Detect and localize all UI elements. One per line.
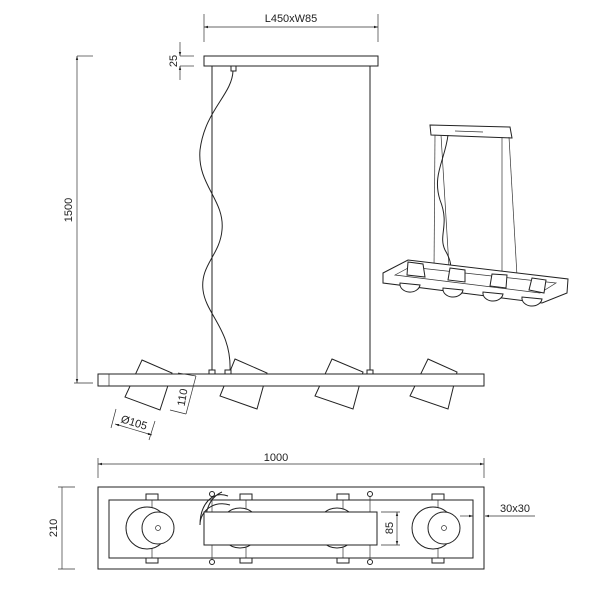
iso-frame	[382, 259, 569, 304]
shade-height-label: 110	[176, 388, 191, 407]
ceiling-canopy	[203, 55, 379, 67]
shade-height-dimension: 110	[169, 372, 197, 415]
isometric-view	[382, 124, 569, 307]
box-width-dimension: 85	[381, 511, 400, 546]
box-width-label: 85	[384, 522, 396, 534]
total-height-dimension: 1500	[63, 55, 93, 384]
cable-gland	[230, 65, 237, 72]
frame-profile-dimension: 30x30	[460, 503, 535, 518]
bar-width-label: 210	[48, 519, 60, 537]
bottom-view	[97, 486, 485, 570]
bar-width-dimension: 210	[48, 486, 75, 570]
iso-spots	[399, 261, 547, 307]
side-view	[97, 358, 485, 411]
shade-diameter-dimension: Ø105	[110, 408, 156, 441]
power-cable	[199, 70, 234, 373]
canopy-dimension: L450xW85	[203, 13, 379, 42]
canopy-outline	[203, 511, 378, 546]
canopy-dimension-label: L450xW85	[265, 13, 318, 25]
frame-profile-label: 30x30	[500, 503, 530, 515]
total-height-label: 1500	[63, 198, 75, 222]
bar-length-label: 1000	[264, 452, 288, 464]
bar-length-dimension: 1000	[97, 452, 485, 478]
canopy-height-dimension: 25	[168, 42, 194, 80]
inner-frame	[108, 499, 474, 559]
spot-left-inner	[141, 511, 175, 545]
spot-right-inner	[427, 511, 461, 545]
light-bar	[97, 373, 485, 387]
canopy-height-label: 25	[168, 55, 180, 67]
